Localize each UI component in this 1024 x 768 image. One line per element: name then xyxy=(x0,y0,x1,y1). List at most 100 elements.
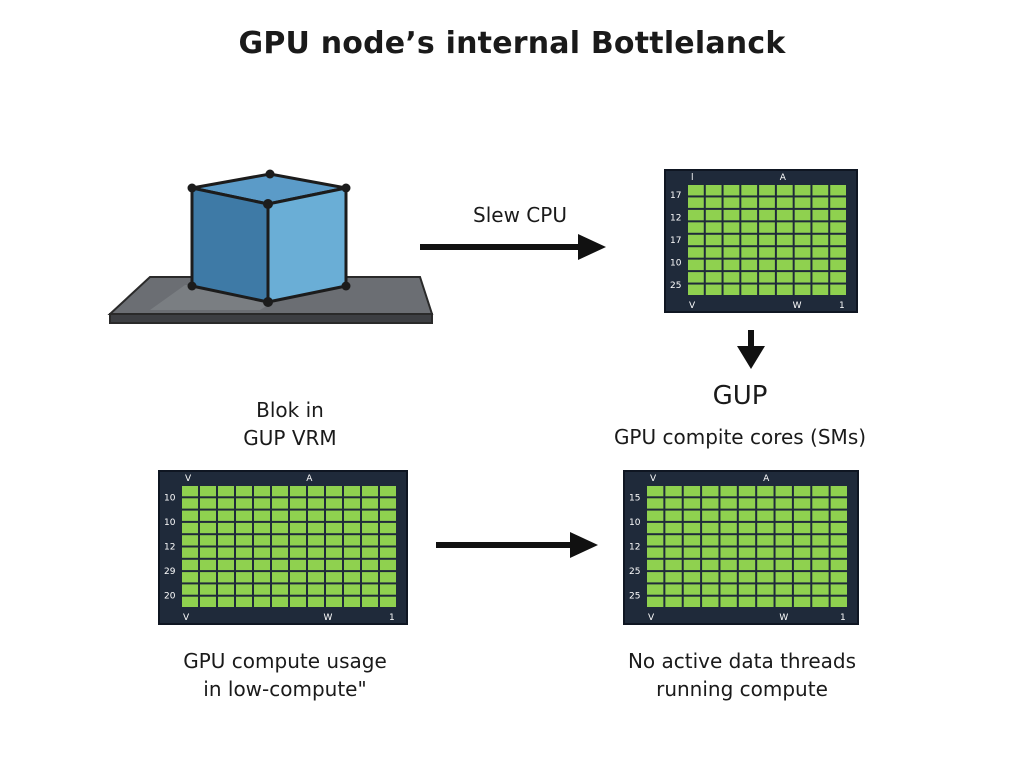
sm-core-cell xyxy=(362,572,378,583)
sm-core-cell xyxy=(236,522,252,534)
sm-core-cell xyxy=(812,209,829,221)
sm-core-cell xyxy=(308,510,324,521)
sm-core-cell xyxy=(290,510,306,521)
sm-core-cell xyxy=(738,522,756,534)
sm-core-cell xyxy=(688,234,704,246)
sm-core-cell xyxy=(794,222,811,233)
block-label-line2: GUP VRM xyxy=(243,426,337,450)
sm-core-cell xyxy=(776,209,793,221)
sm-core-cell xyxy=(741,197,758,208)
sm-core-cell xyxy=(775,547,792,558)
sm-core-cell xyxy=(812,572,829,583)
sm-core-cell xyxy=(830,559,847,571)
sm-core-cell xyxy=(254,510,270,521)
sm-core-cell xyxy=(794,272,811,283)
sm-core-cell xyxy=(647,547,664,558)
sm-core-cell xyxy=(236,535,252,546)
sm-core-cell xyxy=(776,284,793,295)
sm-core-cell xyxy=(775,498,792,509)
sm-core-cell xyxy=(793,596,811,607)
sm-core-cell xyxy=(702,522,719,534)
grid-top-mark: V xyxy=(650,474,657,484)
sm-core-cell xyxy=(812,498,829,509)
sm-core-cell xyxy=(812,547,829,558)
sm-core-cell xyxy=(362,596,378,607)
sm-core-cell xyxy=(720,535,737,546)
sm-core-cell xyxy=(683,584,701,595)
sm-core-cell xyxy=(236,498,252,509)
sm-core-cell xyxy=(182,596,198,607)
sm-core-cell xyxy=(200,510,216,521)
sm-core-cell xyxy=(794,284,811,295)
sm-core-cell xyxy=(812,185,829,196)
sm-core-cell xyxy=(272,522,288,534)
sm-core-cell xyxy=(362,559,378,571)
sm-core-cell xyxy=(738,584,756,595)
sm-core-cell xyxy=(218,559,234,571)
sm-core-cell xyxy=(776,185,793,196)
sm-core-cell xyxy=(738,596,756,607)
sm-core-cell xyxy=(290,596,306,607)
sm-core-cell xyxy=(647,596,664,607)
sm-core-cell xyxy=(738,498,756,509)
sm-core-cell xyxy=(326,596,342,607)
sm-core-cell xyxy=(757,559,774,571)
sm-core-cell xyxy=(308,572,324,583)
sm-core-cell xyxy=(344,596,360,607)
sm-core-cell xyxy=(812,222,829,233)
sm-core-cell xyxy=(362,522,378,534)
sm-core-cell xyxy=(326,486,342,497)
sm-core-cell xyxy=(182,584,198,595)
sm-core-cell xyxy=(757,486,774,497)
sm-core-cell xyxy=(308,498,324,509)
sm-core-cell xyxy=(776,234,793,246)
sm-core-cell xyxy=(290,522,306,534)
grid-row-label: 25 xyxy=(629,592,640,602)
sm-core-cell xyxy=(326,584,342,595)
sm-core-cell xyxy=(218,572,234,583)
sm-core-cell xyxy=(665,535,682,546)
sm-core-cell xyxy=(738,535,756,546)
sm-core-cell xyxy=(812,486,829,497)
sm-core-cell xyxy=(254,572,270,583)
sm-core-cell xyxy=(290,547,306,558)
sm-core-cell xyxy=(830,234,846,246)
sm-core-cell xyxy=(308,535,324,546)
sm-core-cell xyxy=(757,522,774,534)
sm-core-cell xyxy=(380,572,396,583)
sm-core-cell xyxy=(272,547,288,558)
sm-core-cell xyxy=(344,559,360,571)
grid-row-label: 12 xyxy=(670,214,681,224)
sm-core-cell xyxy=(182,486,198,497)
grid-bottom-mark: W xyxy=(779,613,788,623)
sm-core-cell xyxy=(702,486,719,497)
sm-core-cell xyxy=(757,510,774,521)
sm-core-cell xyxy=(705,284,722,295)
sm-core-cell xyxy=(720,584,737,595)
sm-core-cell xyxy=(218,486,234,497)
grid-bottom-mark: V xyxy=(689,301,696,311)
sm-core-cell xyxy=(290,535,306,546)
sm-core-cell xyxy=(290,559,306,571)
sm-core-cell xyxy=(683,559,701,571)
sm-core-cell xyxy=(830,498,847,509)
sm-core-cell xyxy=(182,547,198,558)
sm-core-cell xyxy=(272,510,288,521)
usage-label-line1: GPU compute usage xyxy=(183,649,387,673)
sm-core-cell xyxy=(759,259,775,271)
sm-core-cell xyxy=(362,584,378,595)
sm-core-cell xyxy=(794,197,811,208)
sm-core-cell xyxy=(741,222,758,233)
sm-core-cell xyxy=(218,510,234,521)
sm-core-cell xyxy=(720,486,737,497)
sm-core-cell xyxy=(759,247,775,258)
sm-core-cell xyxy=(290,498,306,509)
sm-core-cell xyxy=(776,222,793,233)
no-threads-label-line1: No active data threads xyxy=(627,649,857,673)
grid-row-label: 20 xyxy=(164,592,176,602)
sm-core-cell xyxy=(738,486,756,497)
sm-core-cell xyxy=(380,559,396,571)
sm-core-cell xyxy=(793,486,811,497)
grid-row-label: 29 xyxy=(164,567,176,577)
